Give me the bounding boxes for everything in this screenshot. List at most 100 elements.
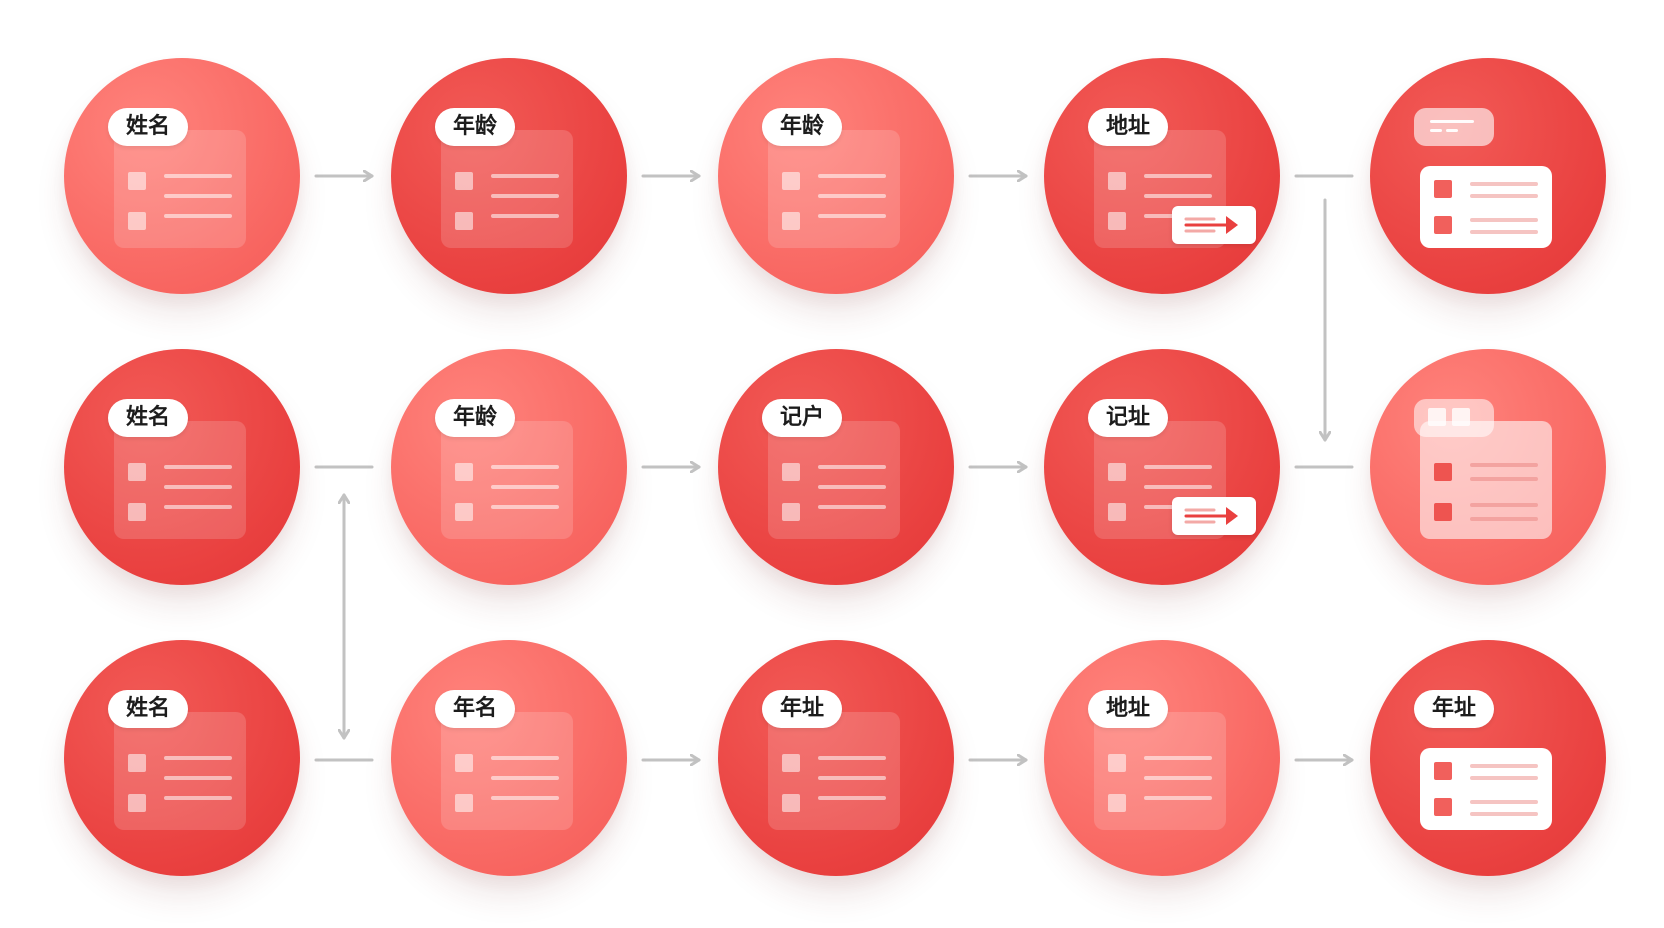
placeholder-line — [1430, 120, 1474, 123]
process-node[interactable]: 年址 — [1370, 640, 1606, 876]
text-line — [1470, 194, 1538, 198]
process-node[interactable]: 年龄 — [718, 58, 954, 294]
checkbox-icon — [128, 503, 146, 521]
process-node[interactable]: 记户 — [718, 349, 954, 585]
form-card-icon — [768, 130, 900, 248]
form-card-icon — [768, 712, 900, 830]
text-line — [1144, 465, 1212, 469]
placeholder-line — [1430, 129, 1442, 132]
checkbox-icon — [1434, 762, 1452, 780]
form-field-row — [1108, 794, 1212, 812]
text-line — [818, 505, 886, 509]
text-line — [1470, 463, 1538, 467]
process-node[interactable]: 姓名 — [64, 640, 300, 876]
checkbox-icon — [128, 212, 146, 230]
node-label: 姓名 — [108, 399, 188, 437]
checkbox-icon — [782, 503, 800, 521]
checkbox-icon — [1434, 216, 1452, 234]
form-field-row — [128, 794, 232, 812]
form-field-row — [1434, 798, 1538, 816]
text-line — [1470, 230, 1538, 234]
text-line — [164, 174, 232, 178]
text-line — [164, 485, 232, 489]
form-field-row — [1434, 762, 1538, 780]
node-label: 年龄 — [435, 399, 515, 437]
process-node[interactable]: 姓名 — [64, 349, 300, 585]
node-label: 年龄 — [762, 108, 842, 146]
form-field-row — [128, 463, 232, 489]
checkbox-icon — [1108, 212, 1126, 230]
send-arrow-icon — [1172, 497, 1256, 535]
process-node[interactable] — [1370, 58, 1606, 294]
form-field-row — [455, 794, 559, 812]
text-line — [164, 796, 232, 800]
text-line — [818, 174, 886, 178]
process-node[interactable]: 年址 — [718, 640, 954, 876]
text-line — [164, 214, 232, 218]
form-field-row — [782, 212, 886, 230]
form-field-row — [455, 503, 559, 521]
checkbox-icon — [782, 463, 800, 481]
node-label: 地址 — [1088, 690, 1168, 728]
text-line — [818, 214, 886, 218]
text-line — [491, 465, 559, 469]
form-field-row — [128, 754, 232, 780]
checkbox-icon — [455, 794, 473, 812]
form-card-icon — [768, 421, 900, 539]
header-placeholder-icon — [1414, 399, 1494, 437]
text-line — [1470, 812, 1538, 816]
text-line — [818, 776, 886, 780]
node-label: 姓名 — [108, 690, 188, 728]
text-line — [1144, 174, 1212, 178]
checkbox-icon — [1108, 463, 1126, 481]
form-field-row — [455, 172, 559, 198]
text-line — [1470, 517, 1538, 521]
text-line — [491, 174, 559, 178]
checkbox-icon — [782, 794, 800, 812]
send-arrow-glyph — [1184, 216, 1238, 234]
checkbox-icon — [1434, 503, 1452, 521]
send-arrow-icon — [1172, 206, 1256, 244]
text-line — [491, 505, 559, 509]
form-field-row — [782, 172, 886, 198]
checkbox-icon — [782, 212, 800, 230]
process-node[interactable]: 年龄 — [391, 58, 627, 294]
form-field-row — [455, 754, 559, 780]
checkbox-icon — [1108, 503, 1126, 521]
process-node[interactable]: 年名 — [391, 640, 627, 876]
checkbox-icon — [455, 503, 473, 521]
form-field-row — [455, 212, 559, 230]
form-card-icon — [114, 130, 246, 248]
text-line — [1470, 764, 1538, 768]
checkbox-icon — [782, 172, 800, 190]
checkbox-icon — [128, 463, 146, 481]
checkbox-icon — [128, 172, 146, 190]
text-line — [164, 505, 232, 509]
text-line — [818, 194, 886, 198]
process-node[interactable] — [1370, 349, 1606, 585]
text-line — [1144, 485, 1212, 489]
process-node[interactable]: 记址 — [1044, 349, 1280, 585]
checkbox-icon — [455, 212, 473, 230]
process-node[interactable]: 地址 — [1044, 58, 1280, 294]
form-field-row — [782, 754, 886, 780]
node-label: 年址 — [1414, 690, 1494, 728]
form-field-row — [128, 503, 232, 521]
text-line — [164, 465, 232, 469]
text-line — [1470, 182, 1538, 186]
process-node[interactable]: 地址 — [1044, 640, 1280, 876]
text-line — [818, 465, 886, 469]
form-card-icon — [114, 712, 246, 830]
process-node[interactable]: 姓名 — [64, 58, 300, 294]
placeholder-line — [1446, 129, 1458, 132]
placeholder-block — [1452, 408, 1470, 426]
form-card-icon — [441, 712, 573, 830]
form-field-row — [455, 463, 559, 489]
checkbox-icon — [1434, 463, 1452, 481]
checkbox-icon — [455, 463, 473, 481]
placeholder-block — [1428, 408, 1446, 426]
process-node[interactable]: 年龄 — [391, 349, 627, 585]
text-line — [1144, 776, 1212, 780]
text-line — [491, 756, 559, 760]
